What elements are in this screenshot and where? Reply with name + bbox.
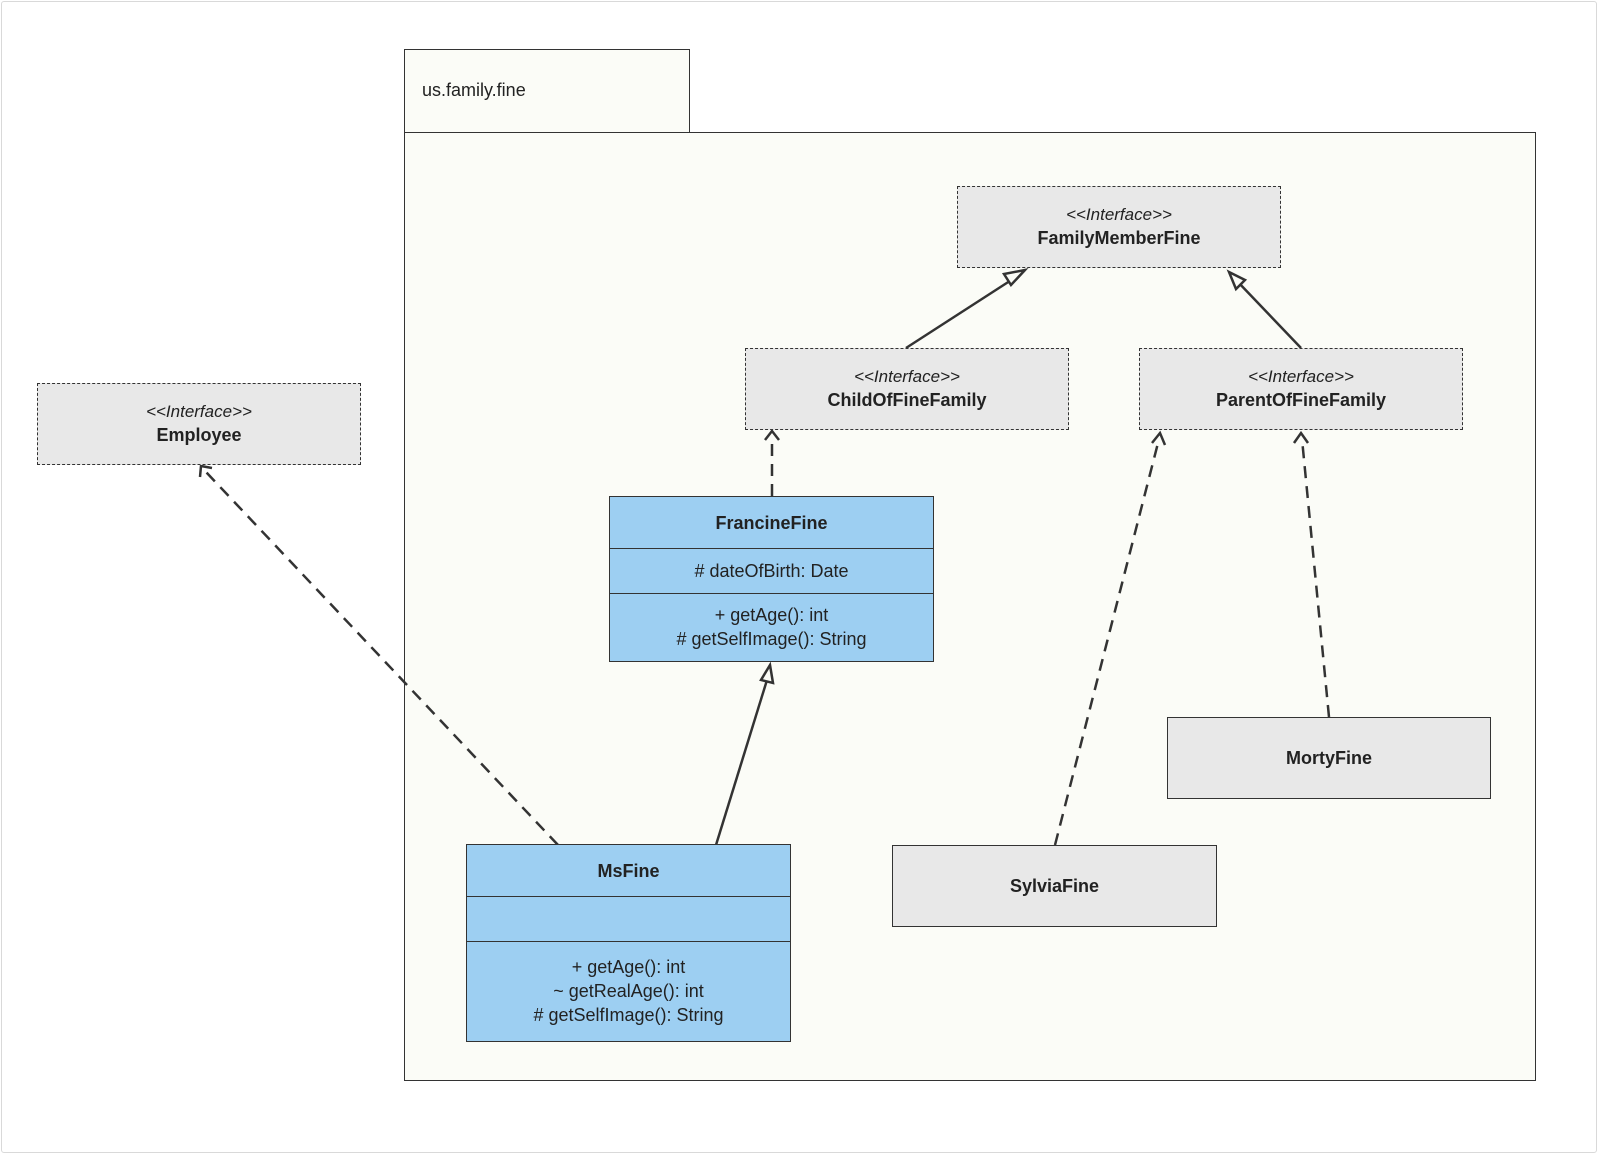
interface-childoffinefamily[interactable]: <<Interface>> ChildOfFineFamily [745, 348, 1069, 430]
stereotype-label: <<Interface>> [1248, 367, 1354, 386]
class-msfine[interactable]: MsFine + getAge(): int ~ getRealAge(): i… [466, 844, 791, 1042]
hollow-arrowhead [759, 661, 775, 685]
method: ~ getRealAge(): int [553, 981, 704, 1001]
interface-name: FamilyMemberFine [1037, 228, 1201, 248]
edge-msfine-to-francinefine [714, 679, 769, 846]
stereotype-label: <<Interface>> [1066, 205, 1172, 224]
method: + getAge(): int [571, 957, 686, 977]
method: + getAge(): int [714, 605, 829, 625]
interface-parentoffinefamily[interactable]: <<Interface>> ParentOfFineFamily [1139, 348, 1463, 430]
class-name-section: FrancineFine [610, 497, 933, 549]
methods-section: + getAge(): int ~ getRealAge(): int # ge… [467, 942, 790, 1040]
attributes-section [467, 897, 790, 942]
open-arrowhead [1292, 430, 1310, 444]
interface-name: ChildOfFineFamily [827, 390, 987, 410]
interface-name: Employee [156, 425, 242, 445]
attribute: # dateOfBirth: Date [694, 561, 849, 581]
class-name-section: MsFine [467, 845, 790, 897]
attributes-section: # dateOfBirth: Date [610, 549, 933, 594]
edge-msfine-to-employee [205, 471, 559, 846]
open-arrowhead [1151, 430, 1167, 446]
interface-employee[interactable]: <<Interface>> Employee [37, 383, 361, 465]
method: # getSelfImage(): String [676, 629, 867, 649]
edge-mortyfine-to-parent [1300, 438, 1331, 718]
method: # getSelfImage(): String [533, 1005, 724, 1025]
hollow-arrowhead [1226, 269, 1248, 292]
hollow-arrowhead [1001, 268, 1029, 288]
interface-name: ParentOfFineFamily [1215, 390, 1387, 410]
class-sylviafine[interactable]: SylviaFine [892, 845, 1217, 927]
package-name: us.family.fine [422, 80, 526, 100]
class-francinefine[interactable]: FrancineFine # dateOfBirth: Date + getAg… [609, 496, 934, 662]
stereotype-label: <<Interface>> [146, 402, 252, 421]
class-name: MortyFine [1285, 748, 1372, 768]
open-arrowhead [764, 428, 780, 441]
edge-parent-to-familymember [1236, 280, 1302, 349]
edge-sylviafine-to-parent [1053, 438, 1161, 846]
class-mortyfine[interactable]: MortyFine [1167, 717, 1491, 799]
stereotype-label: <<Interface>> [854, 367, 960, 386]
open-arrowhead [198, 464, 213, 478]
interface-familymemberfine[interactable]: <<Interface>> FamilyMemberFine [957, 186, 1281, 268]
methods-section: + getAge(): int # getSelfImage(): String [610, 594, 933, 660]
class-name: SylviaFine [1009, 876, 1100, 896]
class-name: FrancineFine [715, 512, 828, 533]
class-name: MsFine [597, 860, 660, 881]
edge-child-to-familymember [905, 275, 1017, 350]
